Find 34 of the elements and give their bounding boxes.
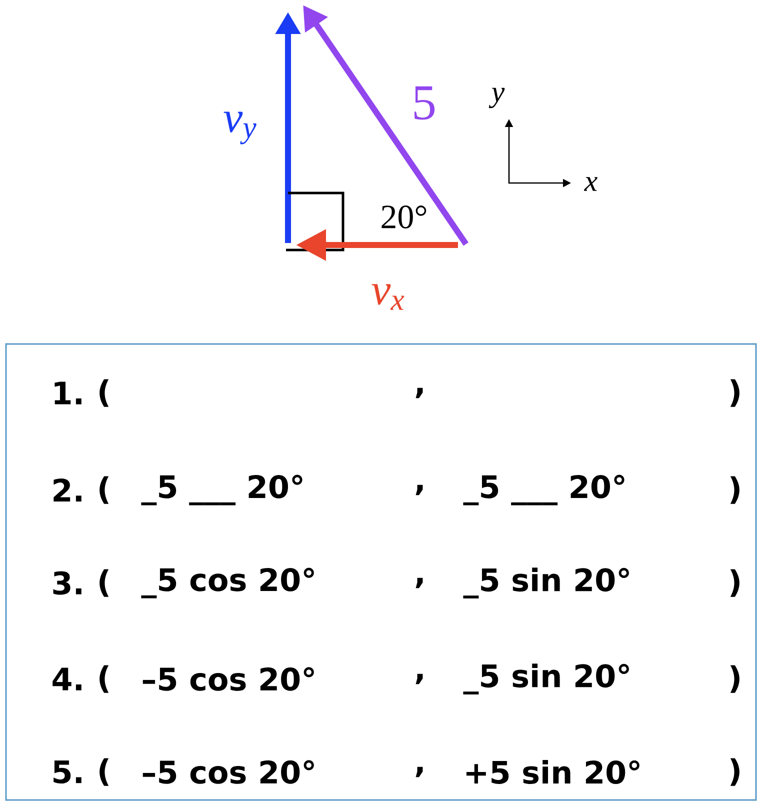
bracket: ( [100,665,109,693]
comma: , [416,484,423,496]
comma: , [416,766,423,778]
bracket: ) [730,476,740,504]
row-number: 5. [54,760,82,784]
bracket: ( [100,379,109,407]
bracket: ) [730,665,740,693]
bracket: ( [100,758,109,786]
comma: , [416,388,423,398]
row-number: 2. [54,478,82,502]
answer-expression: _5 cos 20° [141,568,314,598]
vector-label: v$_{x}$ [372,284,404,310]
bracket: ) [730,379,740,407]
answer-expression: _5 ___ 20° [141,474,302,506]
answer-expression: _5 sin 20° [463,568,629,598]
angle-label: 20° [382,206,426,228]
answer-expression: –5 cos 20° [142,760,314,784]
row-number: 3. [53,571,82,595]
answer-expression: _5 sin 20° [463,664,629,694]
answer-expression: _5 ___ 20° [463,474,624,506]
length-label: 5 [414,86,435,120]
comma: , [416,578,423,588]
answer-expression: –5 cos 20° [142,667,314,691]
bracket: ) [730,758,740,786]
row-number: 1. [54,382,82,404]
bracket: ) [730,569,740,597]
bracket: ( [100,569,109,597]
axis-label: y [488,88,505,108]
bracket: ( [100,476,109,504]
row-number: 4. [52,668,82,690]
axis-label: x [584,177,598,191]
answer-expression: +5 sin 20° [466,760,640,784]
vector-label: v$_{y}$ [224,112,256,144]
comma: , [416,674,423,684]
